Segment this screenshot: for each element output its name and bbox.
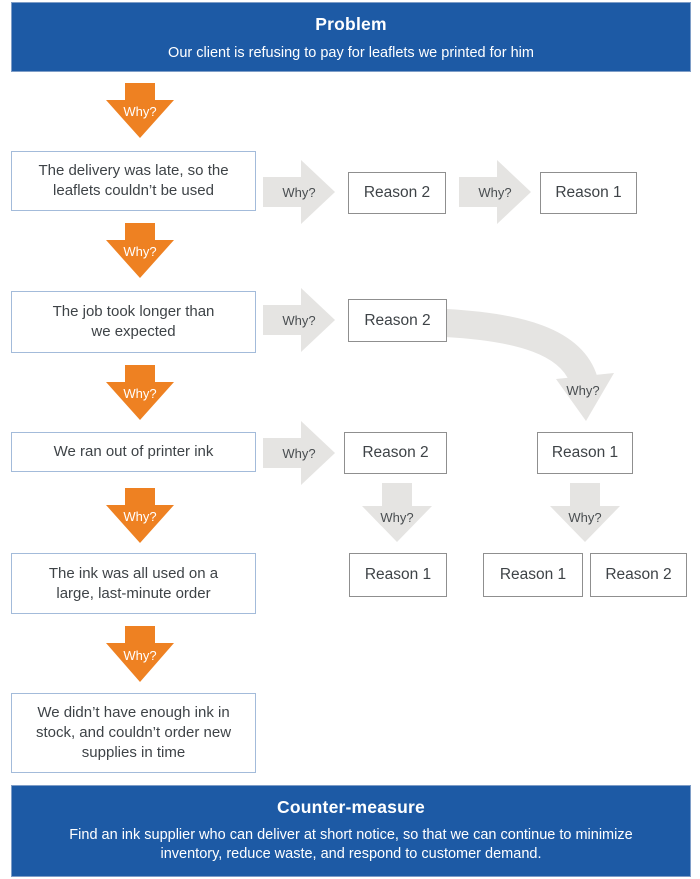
reason-label: Reason 2 bbox=[364, 311, 431, 329]
arrow-shape bbox=[106, 83, 174, 138]
reason-box-row4-b: Reason 1 bbox=[483, 553, 583, 597]
cause-box-2: The job took longer than we expected bbox=[11, 291, 256, 353]
reason-label: Reason 2 bbox=[605, 566, 672, 583]
cause-text: The ink was all used on a large, last-mi… bbox=[48, 564, 219, 602]
counter-measure-text: Find an ink supplier who can deliver at … bbox=[69, 827, 633, 862]
why-arrow-right-row2-icon: Why? bbox=[263, 288, 335, 352]
why-label: Why? bbox=[282, 313, 316, 328]
reason-label: Reason 1 bbox=[551, 444, 619, 461]
counter-measure-title: Counter-measure bbox=[277, 797, 425, 817]
why-label: Why? bbox=[566, 383, 600, 398]
cause-box-5: We didn’t have enough ink in stock, and … bbox=[11, 693, 256, 773]
cause-box-4: The ink was all used on a large, last-mi… bbox=[11, 553, 256, 614]
why-label: Why? bbox=[123, 244, 157, 259]
arrow-shape bbox=[459, 160, 531, 224]
why-arrow-down-orange-4-icon: Why? bbox=[106, 488, 174, 543]
arrow-shape bbox=[106, 223, 174, 278]
reason-box-row1-a: Reason 2 bbox=[348, 172, 446, 214]
why-arrow-right-row1-b-icon: Why? bbox=[459, 160, 531, 224]
why-label: Why? bbox=[123, 386, 157, 401]
reason-box-row4-a: Reason 1 bbox=[349, 553, 447, 597]
why-label: Why? bbox=[478, 185, 512, 200]
arrow-shape bbox=[106, 488, 174, 543]
problem-title: Problem bbox=[315, 14, 387, 34]
why-label: Why? bbox=[282, 185, 316, 200]
why-label: Why? bbox=[568, 510, 602, 525]
arrow-shape bbox=[362, 483, 432, 542]
why-arrow-down-orange-1-icon: Why? bbox=[106, 83, 174, 138]
arrow-shape bbox=[263, 160, 335, 224]
why-label: Why? bbox=[123, 648, 157, 663]
reason-box-row2-a: Reason 2 bbox=[348, 299, 447, 342]
why-arrow-curved-icon: Why? bbox=[440, 295, 645, 427]
cause-box-3: We ran out of printer ink bbox=[11, 432, 256, 472]
reason-label: Reason 2 bbox=[363, 184, 431, 201]
reason-label: Reason 2 bbox=[362, 444, 429, 461]
reason-box-row1-b: Reason 1 bbox=[540, 172, 637, 214]
why-arrow-down-orange-2-icon: Why? bbox=[106, 223, 174, 278]
why-arrow-right-row3-icon: Why? bbox=[263, 421, 335, 485]
arrow-shape bbox=[445, 309, 614, 421]
why-label: Why? bbox=[380, 510, 414, 525]
cause-text: The delivery was late, so the leaflets c… bbox=[38, 162, 229, 199]
cause-text: We didn’t have enough ink in stock, and … bbox=[35, 704, 232, 761]
reason-label: Reason 1 bbox=[499, 566, 567, 583]
why-label: Why? bbox=[123, 509, 157, 524]
why-arrow-down-gray-1-icon: Why? bbox=[362, 483, 432, 542]
arrow-shape bbox=[550, 483, 620, 542]
arrow-shape bbox=[106, 626, 174, 682]
problem-subtitle: Our client is refusing to pay for leafle… bbox=[168, 45, 534, 61]
arrow-shape bbox=[263, 288, 335, 352]
reason-label: Reason 1 bbox=[364, 566, 432, 583]
problem-banner: Problem Our client is refusing to pay fo… bbox=[11, 2, 691, 72]
arrow-shape bbox=[263, 421, 335, 485]
why-arrow-down-orange-3-icon: Why? bbox=[106, 365, 174, 420]
reason-label: Reason 1 bbox=[555, 184, 622, 201]
cause-text: We ran out of printer ink bbox=[53, 443, 214, 460]
why-label: Why? bbox=[123, 104, 157, 119]
reason-box-row3-a: Reason 2 bbox=[344, 432, 447, 474]
why-label: Why? bbox=[282, 446, 316, 461]
arrow-shape bbox=[106, 365, 174, 420]
why-arrow-down-orange-5-icon: Why? bbox=[106, 626, 174, 682]
cause-text: The job took longer than we expected bbox=[52, 303, 215, 340]
counter-measure-banner: Counter-measure Find an ink supplier who… bbox=[11, 785, 691, 877]
reason-box-row3-b: Reason 1 bbox=[537, 432, 633, 474]
why-arrow-down-gray-2-icon: Why? bbox=[550, 483, 620, 542]
reason-box-row4-c: Reason 2 bbox=[590, 553, 687, 597]
why-arrow-right-row1-a-icon: Why? bbox=[263, 160, 335, 224]
cause-box-1: The delivery was late, so the leaflets c… bbox=[11, 151, 256, 211]
